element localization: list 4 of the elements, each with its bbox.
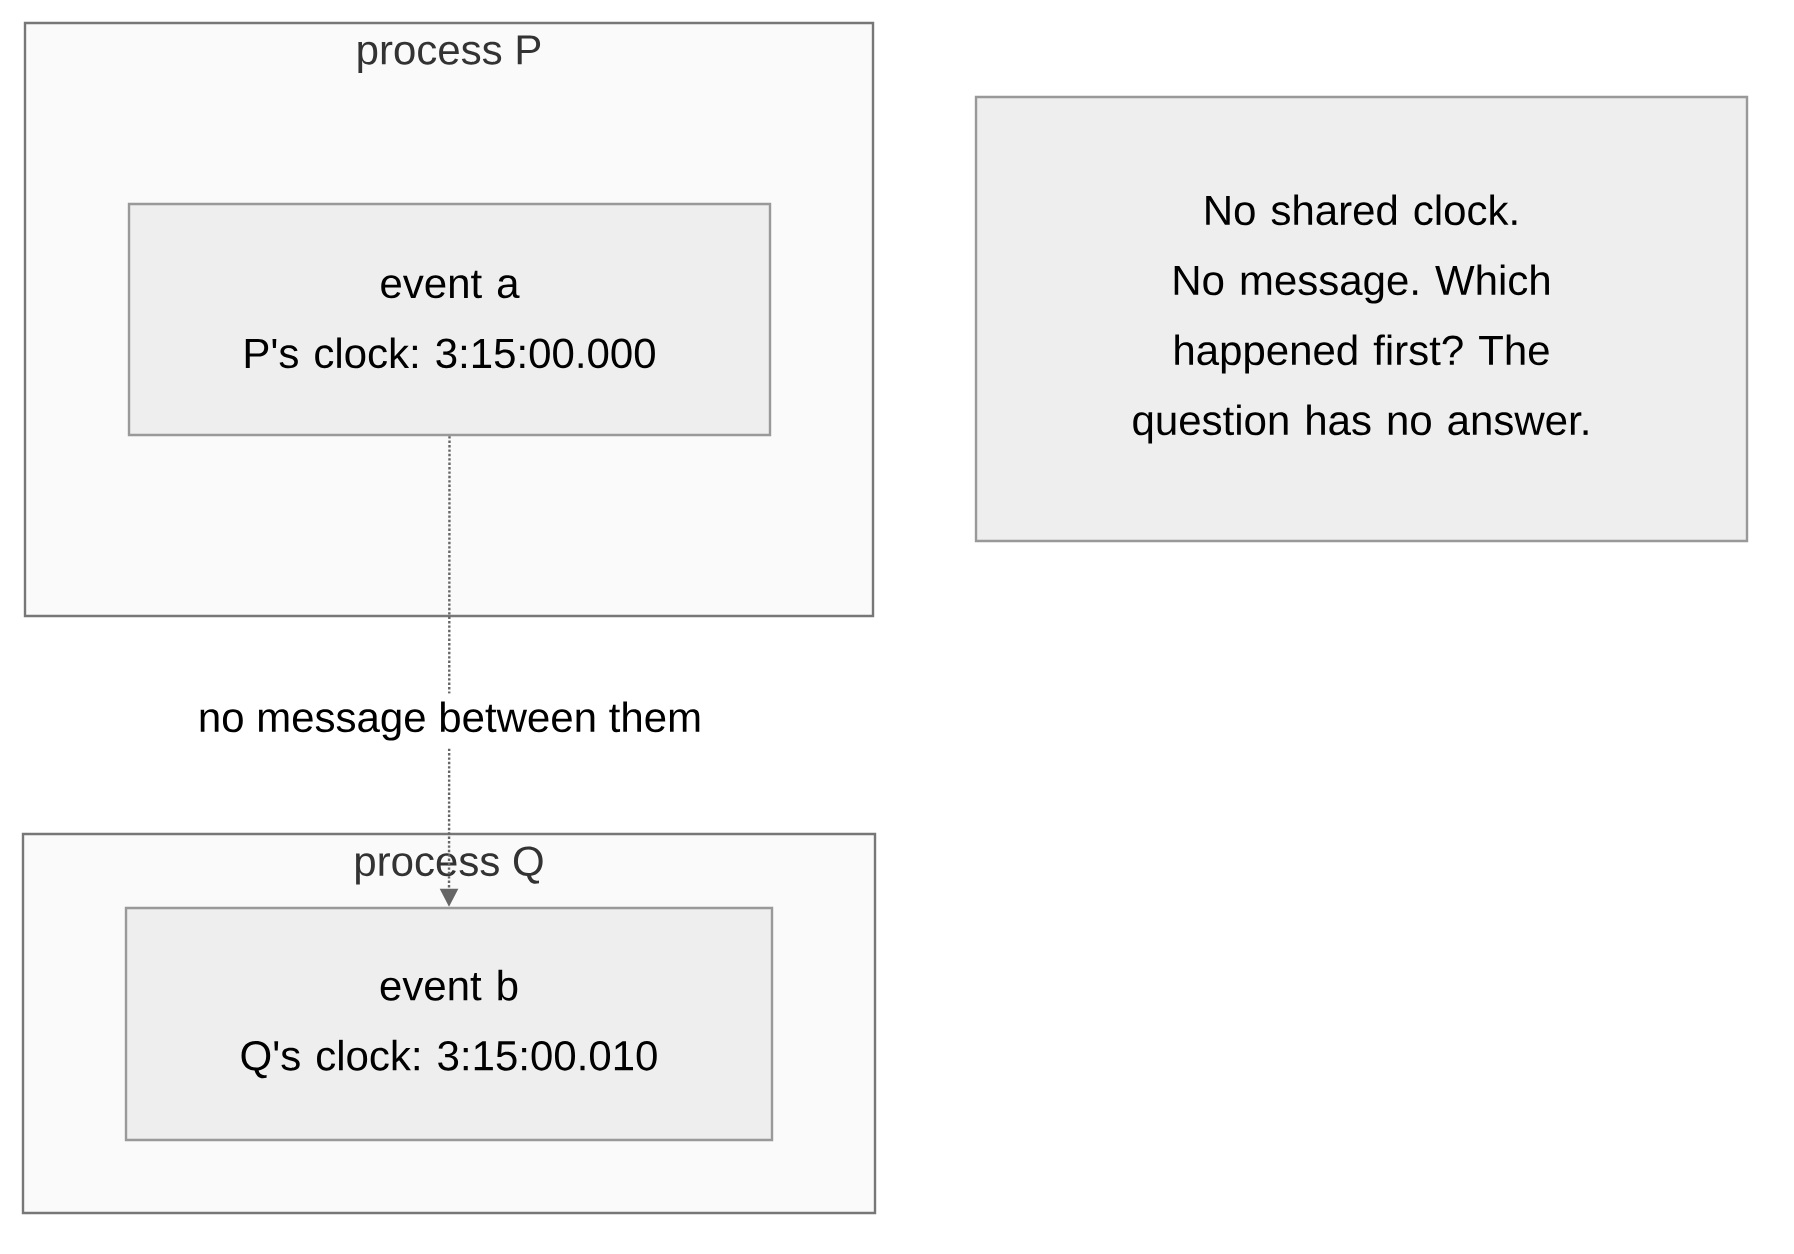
edge-label: no message between them	[189, 693, 711, 749]
text-box: event a P's clock: 3:15:00.000	[127, 202, 772, 437]
text-box: No shared clock. No message. Which happened first? The question has no answer.	[974, 95, 1749, 543]
text-box: event b Q's clock: 3:15:00.010	[124, 906, 774, 1142]
